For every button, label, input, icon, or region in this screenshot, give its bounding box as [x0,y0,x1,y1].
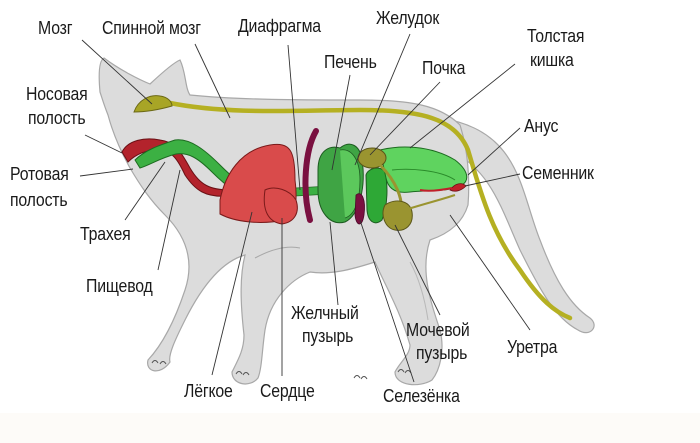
footer-band [0,413,700,443]
cat-tail [439,117,595,334]
label-gallbladder-2: пузырь [302,326,354,346]
spleen [354,193,365,225]
urinary-bladder [382,200,413,231]
leader-oral-cavity [79,168,134,177]
leader-trachea [124,161,166,221]
label-large-intestine-2: кишка [530,50,574,70]
label-oral-cavity-1: Ротовая [10,164,69,184]
urethra [404,194,456,211]
leader-spinal-cord [194,43,231,119]
label-liver: Печень [324,52,377,72]
leader-gallbladder [329,221,339,306]
label-heart: Сердце [260,381,315,401]
label-nasal-cavity-2: полость [28,108,86,128]
leader-kidney [369,81,441,156]
brain [133,95,173,113]
label-brain: Мозг [38,18,73,38]
label-trachea: Трахея [80,224,131,244]
label-bladder-2: пузырь [416,343,468,363]
label-spinal-cord: Спинной мозг [102,18,201,38]
leader-nasal-cavity [84,134,123,154]
label-diaphragm: Диафрагма [238,16,321,36]
label-urethra: Уретра [507,337,558,357]
label-anus: Анус [524,116,559,136]
leader-liver [331,74,351,171]
label-gallbladder-1: Желчный [291,303,359,323]
leader-lung [211,211,253,376]
spinal-cord [167,100,573,321]
label-lung: Лёгкое [184,381,233,401]
leader-brain [81,39,153,105]
label-stomach: Желудок [376,8,440,28]
label-bladder-1: Мочевой [406,320,470,340]
label-nasal-cavity-1: Носовая [26,84,88,104]
leader-large-intestine [409,63,516,149]
leader-diaphragm [287,44,301,191]
label-esophagus: Пищевод [86,276,153,296]
leader-stomach [354,33,411,166]
leader-anus [467,127,521,176]
diaphragm [302,128,319,223]
leader-bladder [394,224,441,316]
label-testis: Семенник [522,163,594,183]
leader-esophagus [157,169,181,271]
label-oral-cavity-2: полость [10,190,68,210]
label-spleen: Селезёнка [383,386,460,406]
heart [263,187,298,225]
leader-urethra [449,214,531,331]
leader-testis [464,173,521,187]
leader-spleen [359,219,415,383]
label-kidney: Почка [422,58,466,78]
label-large-intestine-1: Толстая [527,26,585,46]
